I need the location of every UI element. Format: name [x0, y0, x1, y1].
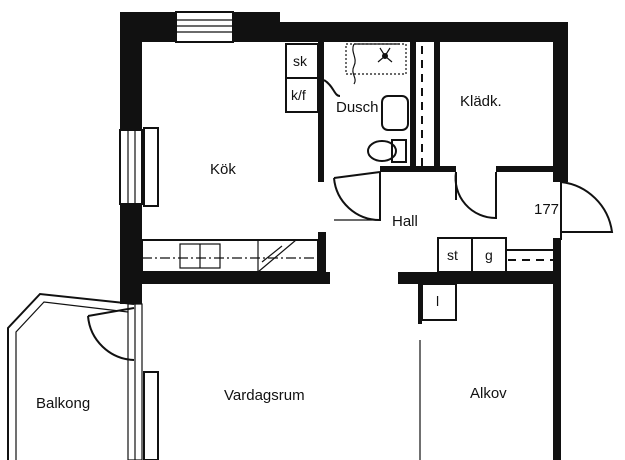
- toilet-icon: [367, 139, 407, 163]
- bathroom-fixtures: [323, 43, 409, 163]
- fixture-label-st: st: [447, 247, 458, 263]
- shower-head-icon: [377, 47, 393, 63]
- fixture-label-sk: sk: [293, 53, 308, 69]
- interior-walls: [142, 42, 561, 460]
- fixture-label-g: g: [485, 247, 493, 263]
- kitchen-fixtures: [141, 43, 319, 273]
- room-label-kok: Kök: [210, 161, 236, 178]
- room-label-vardagsrum: Vardagsrum: [224, 387, 305, 404]
- exterior-walls: [120, 12, 568, 460]
- fixture-label-kf: k/f: [291, 87, 306, 103]
- room-label-balkong: Balkong: [36, 395, 90, 412]
- window-top: [175, 11, 234, 43]
- room-label-alkov: Alkov: [470, 385, 507, 402]
- room-label-hall: Hall: [392, 213, 418, 230]
- hall-fixtures: [421, 237, 557, 321]
- room-label-kladk: Klädk.: [460, 93, 502, 110]
- balcony: [7, 292, 159, 460]
- doors: [87, 171, 614, 361]
- fixture-label-l: l: [436, 293, 439, 309]
- room-label-dusch: Dusch: [336, 99, 379, 116]
- apartment-number: 177: [534, 201, 559, 218]
- window-kitchen: [119, 127, 159, 207]
